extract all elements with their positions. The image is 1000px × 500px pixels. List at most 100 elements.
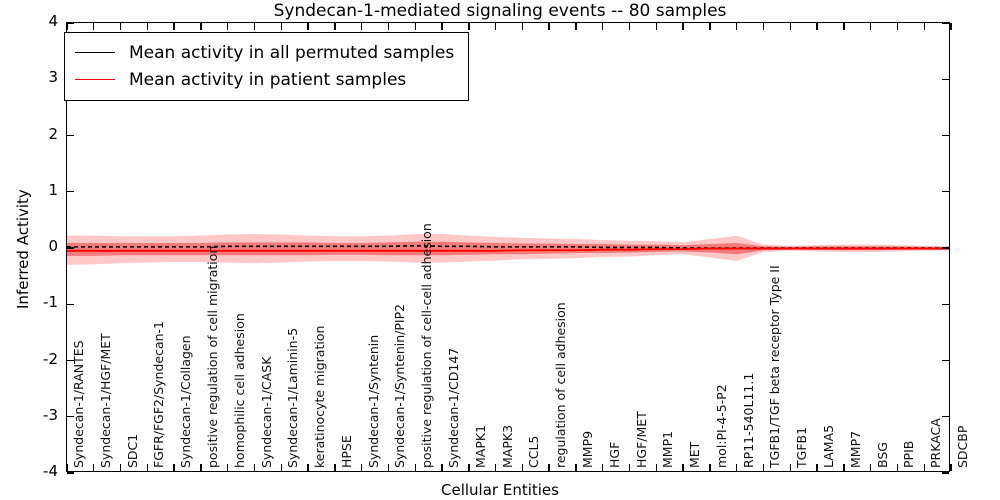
x-tick-label: Syndecan-1/Syntenin [365,334,381,468]
x-tick-mark [494,23,497,30]
x-tick-label: RP11-540L11.1 [740,372,756,468]
y-tick-mark [942,416,949,418]
x-tick-label: TGFB1/TGF beta receptor Type II [767,265,783,468]
x-tick-mark [735,23,738,30]
x-tick-label: HGF/MET [633,411,649,468]
legend-label-patient: Mean activity in patient samples [129,69,407,90]
x-tick-label: positive regulation of cell migration [204,245,220,468]
y-tick-label: -3 [43,405,58,424]
y-tick-mark [67,134,74,137]
x-tick-label: Syndecan-1/CASK [258,356,274,468]
x-tick-mark [575,23,577,30]
series-line [67,247,949,252]
x-tick-mark [146,23,149,30]
x-tick-label: Syndecan-1/Collagen [178,335,194,468]
x-tick-mark [896,23,899,30]
y-tick-mark [942,359,949,362]
x-tick-mark [762,464,765,471]
x-tick-label: HPSE [338,435,354,468]
y-tick-mark [67,416,74,418]
x-tick-mark [628,23,631,30]
x-tick-label: Syndecan-1/Syntenin/PIP2 [392,303,408,468]
x-tick-mark [334,23,336,30]
legend: Mean activity in all permuted samples Me… [64,32,470,101]
x-tick-mark [950,23,952,30]
x-tick-mark [762,23,765,30]
x-tick-mark [200,464,202,471]
legend-item-patient: Mean activity in patient samples [75,66,454,93]
y-tick-label: 0 [48,237,58,255]
x-tick-mark [950,464,952,471]
x-tick-label: positive regulation of cell-cell adhesio… [419,223,435,468]
chart-title: Syndecan-1-mediated signaling events -- … [273,1,727,21]
x-tick-label: MET [687,441,703,468]
x-tick-mark [334,464,336,471]
x-tick-label: Syndecan-1/HGF/MET [97,333,113,468]
x-tick-mark [869,23,872,30]
x-tick-mark [816,464,818,471]
x-tick-mark [735,464,738,471]
x-tick-mark [575,464,577,471]
y-tick-mark [67,247,74,249]
y-tick-label: 1 [48,180,58,199]
y-tick-label: -1 [43,293,58,312]
y-tick-mark [942,191,949,193]
y-tick-mark [67,191,74,193]
y-tick-mark [942,303,949,305]
x-tick-mark [869,464,872,471]
x-tick-mark [119,23,122,30]
x-tick-mark [360,23,363,30]
x-tick-label: SDCBP [955,425,970,468]
x-tick-mark [146,464,149,471]
legend-line-swatch-black [75,52,115,53]
x-tick-mark [655,23,658,30]
x-tick-mark [602,23,604,30]
x-tick-mark [360,464,363,471]
legend-label-permuted: Mean activity in all permuted samples [129,42,455,63]
y-tick-label: -4 [43,462,58,480]
x-tick-label: MMP7 [847,430,863,468]
x-tick-mark [93,464,95,471]
x-tick-label: MAPK1 [472,424,488,468]
x-tick-mark [387,23,390,30]
x-tick-mark [441,23,443,30]
x-tick-mark [843,23,845,30]
x-tick-label: BSG [874,442,890,468]
x-tick-mark [200,23,202,30]
x-tick-mark [441,464,443,471]
y-tick-mark [67,472,74,474]
y-tick-label: 3 [48,68,58,87]
y-tick-mark [942,134,949,137]
x-tick-mark [843,464,845,471]
x-tick-label: regulation of cell adhesion [553,302,569,468]
x-tick-label: Syndecan-1/Laminin-5 [285,327,301,468]
x-tick-mark [307,23,309,30]
x-tick-mark [548,464,550,471]
x-tick-label: MAPK3 [499,424,515,468]
x-tick-mark [896,464,899,471]
x-tick-mark [227,23,229,30]
x-tick-mark [548,23,550,30]
x-tick-mark [789,23,791,30]
x-tick-label: MMP9 [579,430,595,468]
y-tick-mark [67,22,74,24]
y-tick-mark [942,22,949,24]
x-tick-mark [468,464,470,471]
x-tick-mark [494,464,497,471]
x-tick-mark [655,464,658,471]
y-axis-title: Inferred Activity [14,189,32,309]
plot-area [66,22,952,474]
x-tick-mark [253,23,256,30]
x-tick-label: MMP1 [660,430,676,468]
x-tick-label: CCL5 [526,435,542,468]
x-tick-label: PPIB [901,440,917,468]
plot-clip [67,23,949,471]
x-tick-label: keratinocyte migration [312,325,328,468]
confidence-band [67,241,949,256]
x-tick-label: Syndecan-1/RANTES [71,340,86,468]
x-tick-mark [682,464,684,471]
x-tick-label: SDC1 [124,433,140,468]
x-tick-label: mol:PI-4-5-P2 [713,384,729,468]
legend-line-swatch-red [75,79,115,80]
